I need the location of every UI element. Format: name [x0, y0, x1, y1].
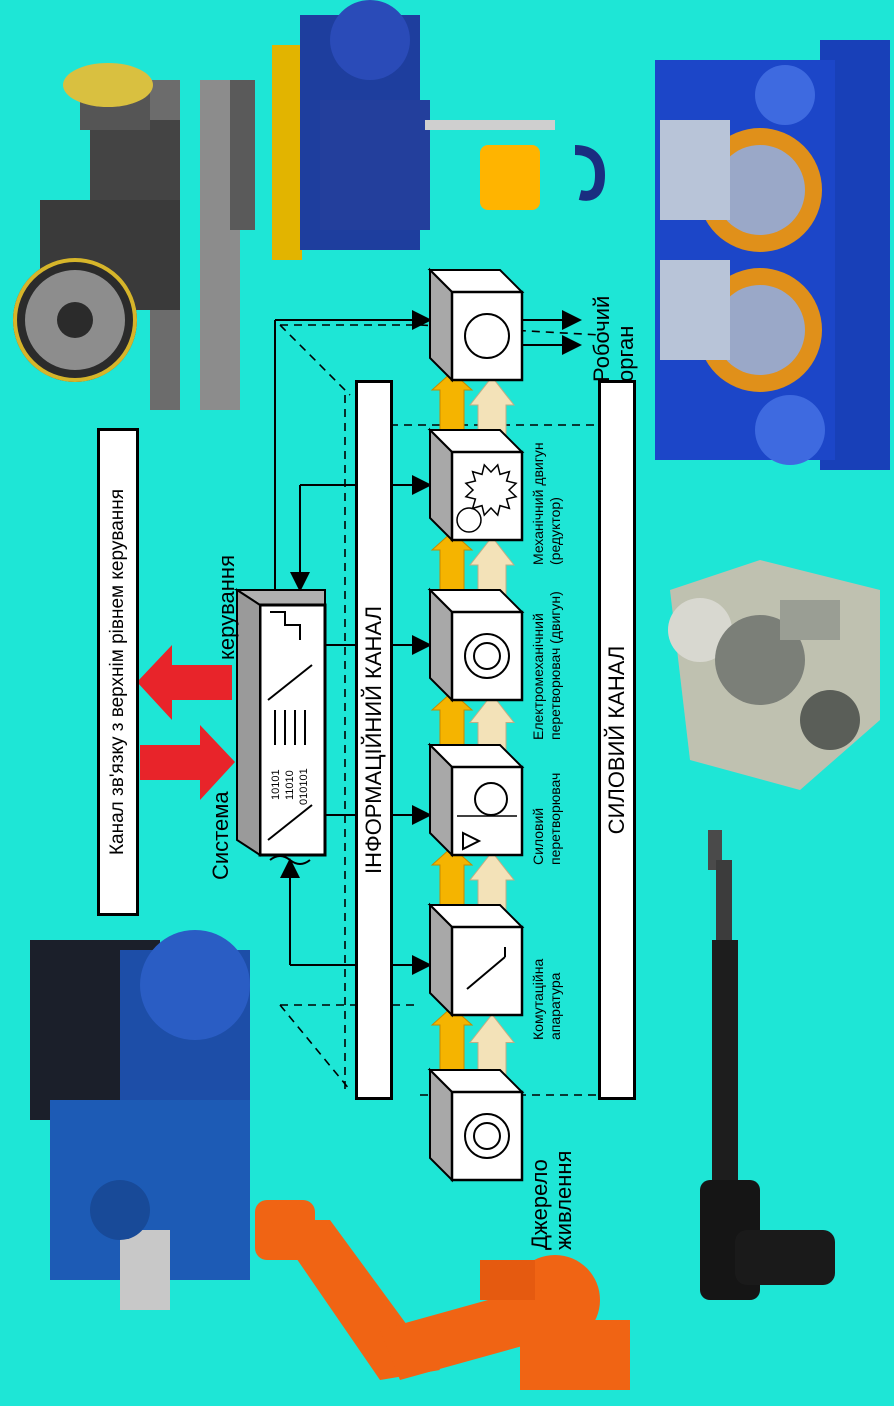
- top-link-box: Канал зв'язку з верхнім рівнем керування: [97, 428, 139, 916]
- info-channel-box: ІНФОРМАЦІЙНИЙ КАНАЛ: [355, 380, 393, 1100]
- power-channel-box: СИЛОВИЙ КАНАЛ: [598, 380, 636, 1100]
- label-switch: Комутаційна апаратура: [530, 920, 564, 1040]
- binary-line-1: 10101: [270, 769, 282, 800]
- label-gear: Механічний двигун (редуктор): [530, 435, 564, 565]
- label-work: Робочий орган: [590, 262, 638, 382]
- label-motor: Електромеханічний перетворювач (двигун): [530, 580, 564, 740]
- block-work: [430, 270, 522, 380]
- control-system-box: [237, 590, 325, 864]
- label-converter: Силовий перетворювач: [530, 745, 564, 865]
- control-system-label-2: керування: [214, 555, 240, 660]
- power-channel-label: СИЛОВИЙ КАНАЛ: [604, 646, 630, 835]
- label-source: Джерело живлення: [528, 1120, 576, 1250]
- top-link-label: Канал зв'язку з верхнім рівнем керування: [107, 489, 129, 855]
- binary-line-2: 11010: [284, 770, 296, 800]
- control-system-label-1: Система: [208, 791, 234, 880]
- info-channel-label: ІНФОРМАЦІЙНИЙ КАНАЛ: [361, 606, 387, 874]
- block-switch: [430, 905, 522, 1015]
- block-motor: [430, 590, 522, 700]
- block-source: [430, 1070, 522, 1180]
- block-converter: [430, 745, 522, 855]
- block-gear: [430, 430, 522, 540]
- power-flow-arrow: [432, 1007, 472, 1072]
- upper-link-arrows: [137, 645, 235, 800]
- binary-line-3: 010101: [298, 768, 310, 805]
